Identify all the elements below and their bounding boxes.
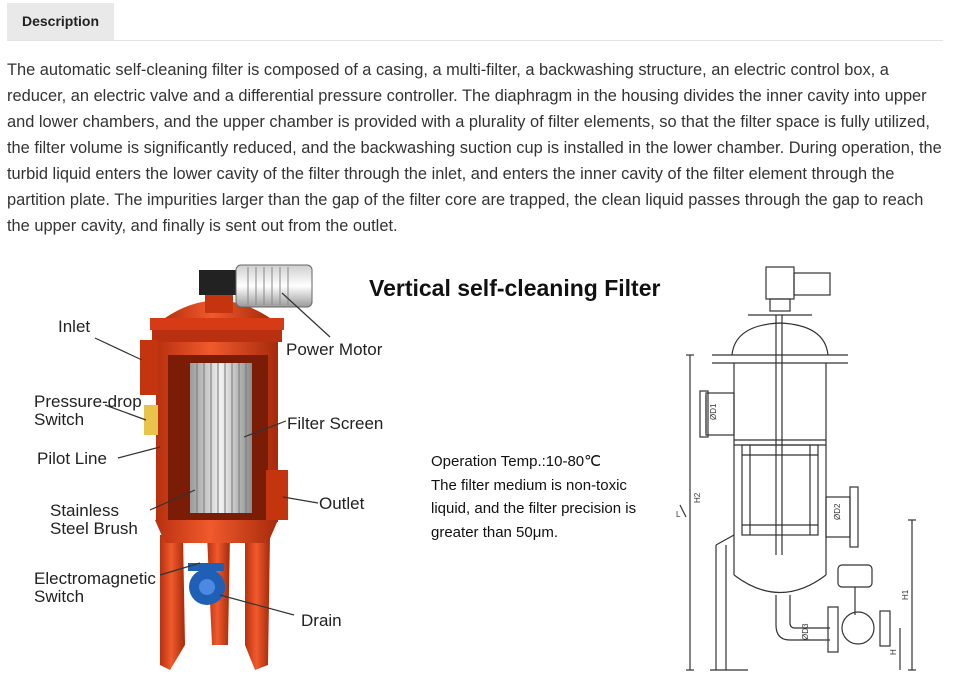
label-pressure-drop-2: Switch [34,410,85,429]
tab-description[interactable]: Description [7,3,114,40]
spec-line-4: greater than 50μm. [431,523,559,541]
product-figure: ØD1 ØD2 ØD3 H2 H1 H L Vertical self-clea… [0,245,964,683]
label-power-motor: Power Motor [286,340,383,359]
dim-h1: H1 [901,589,910,600]
spec-line-2: The filter medium is non-toxic [431,476,627,494]
figure-title: Vertical self-cleaning Filter [369,275,661,301]
label-pilot-line: Pilot Line [37,449,107,468]
label-electromagnetic-2: Switch [34,587,85,606]
description-text: The automatic self-cleaning filter is co… [7,61,942,235]
label-stainless-1: Stainless [50,501,119,520]
spec-line-1: Operation Temp.:10-80℃ [431,453,601,470]
filter-illustration: ØD1 ØD2 ØD3 H2 H1 H L [94,264,916,671]
label-electromagnetic-1: Electromagnetic [34,569,156,588]
dim-d1: ØD1 [709,403,718,420]
technical-drawing [679,266,916,671]
tab-bar: Description [7,0,943,41]
dim-d2: ØD2 [833,503,842,520]
dim-d3: ØD3 [801,623,810,640]
dim-h: H [889,649,898,655]
spec-block: Operation Temp.:10-80℃ The filter medium… [431,450,671,544]
label-drain: Drain [301,611,342,630]
dim-h2: H2 [693,492,702,503]
dimension-labels: ØD1 ØD2 ØD3 H2 H1 H L [676,403,910,655]
dim-l: L [676,510,681,519]
label-pressure-drop-1: Pressure-drop [34,392,142,411]
label-outlet: Outlet [319,494,365,513]
label-inlet: Inlet [58,317,91,336]
label-filter-screen: Filter Screen [287,414,384,433]
cutaway-filter [140,264,313,670]
label-stainless-2: Steel Brush [50,519,138,538]
leader-lines [94,292,331,616]
spec-line-3: liquid, and the filter precision is [431,500,637,517]
